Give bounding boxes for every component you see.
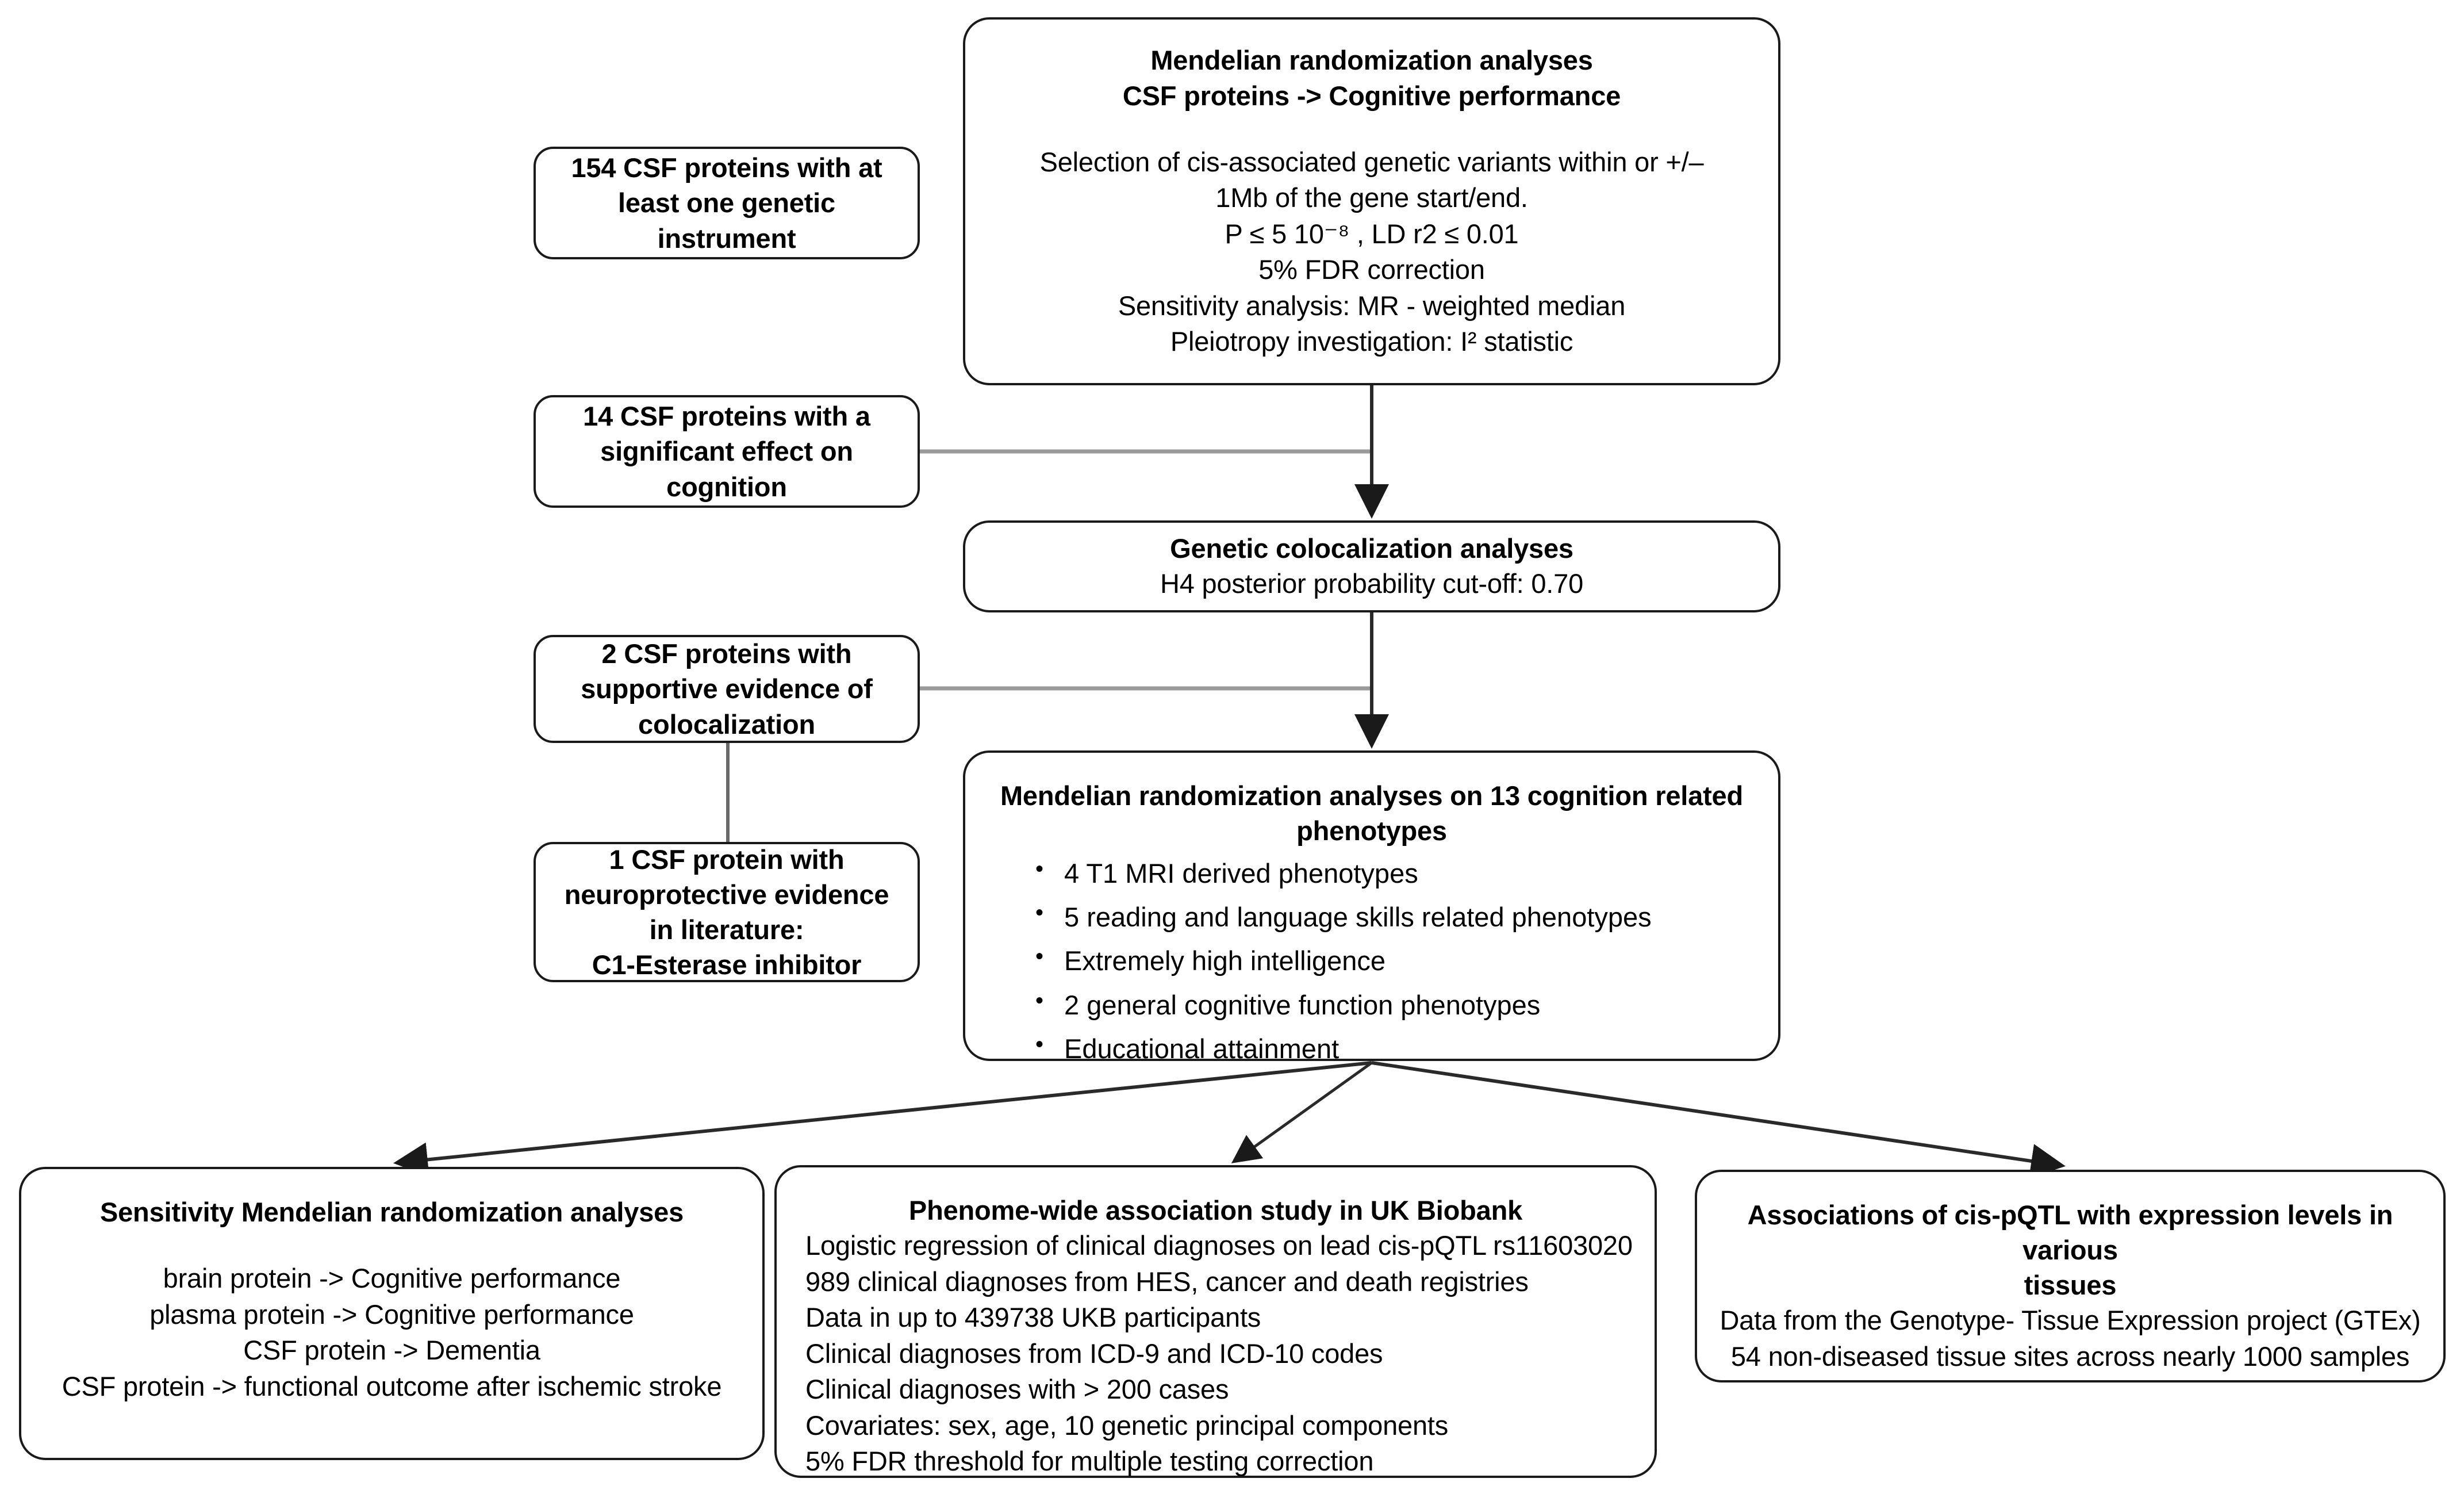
proteins-14-line-1: significant effect on [600,436,853,467]
gtex-body-0: Data from the Genotype- Tissue Expressio… [1720,1305,2421,1336]
mr-13-bullet-0: 4 T1 MRI derived phenotypes [1032,851,1652,895]
node-gtex[interactable]: Associations of cis-pQTL with expression… [1695,1170,2446,1382]
phewas-body-2: Data in up to 439738 UKB participants [805,1302,1261,1333]
proteins-14-line-2: cognition [666,471,787,502]
edge-mr13-to-phewas [1231,1061,1373,1163]
gtex-title-line1: Associations of cis-pQTL with expression… [1747,1200,2393,1266]
node-mr-main[interactable]: Mendelian randomization analyses CSF pro… [963,17,1780,385]
sensitivity-mr-body-3: CSF protein -> functional outcome after … [62,1370,722,1401]
phewas-title: Phenome-wide association study in UK Bio… [908,1195,1523,1225]
mr-13-title-line2: phenotypes [1296,815,1447,847]
mr-main-body-1: 1Mb of the gene start/end. [1215,182,1528,213]
mr-main-title-line2: CSF proteins -> Cognitive performance [1122,80,1621,111]
node-sensitivity-mr[interactable]: Sensitivity Mendelian randomization anal… [19,1167,765,1460]
edge-mr13-to-sensitivity-mr [393,1061,1372,1177]
node-proteins-14[interactable]: 14 CSF proteins with a significant effec… [534,395,920,508]
sensitivity-mr-title: Sensitivity Mendelian randomization anal… [99,1197,684,1227]
mr-main-body-2: P ≤ 5 10⁻⁸ , LD r2 ≤ 0.01 [1225,218,1519,249]
node-proteins-154[interactable]: 154 CSF proteins with at least one genet… [534,147,920,259]
phewas-body-3: Clinical diagnoses from ICD-9 and ICD-10… [805,1338,1383,1369]
sensitivity-mr-body-1: plasma protein -> Cognitive performance [149,1299,634,1330]
mr-13-title-line1: Mendelian randomization analyses on 13 c… [1000,780,1744,811]
node-mr-13-phenotypes[interactable]: Mendelian randomization analyses on 13 c… [963,750,1780,1064]
mr-13-bullet-2: Extremely high intelligence [1032,938,1652,983]
mr-13-bullet-3: 2 general cognitive function phenotypes [1032,982,1652,1027]
mr-main-title-line1: Mendelian randomization analyses [1150,45,1593,76]
node-phewas[interactable]: Phenome-wide association study in UK Bio… [774,1165,1657,1478]
phewas-body-4: Clinical diagnoses with > 200 cases [805,1374,1229,1405]
mr-13-bullet-list: 4 T1 MRI derived phenotypes 5 reading an… [1032,851,1652,1071]
proteins-14-line-0: 14 CSF proteins with a [583,401,870,432]
proteins-2-line-2: colocalization [638,708,815,740]
node-colocalization[interactable]: Genetic colocalization analyses H4 poste… [963,520,1780,612]
mr-13-bullet-4: Educational attainment [1032,1026,1652,1071]
gtex-body-1: 54 non-diseased tissue sites across near… [1730,1341,2410,1372]
phewas-body-5: Covariates: sex, age, 10 genetic princip… [805,1410,1449,1441]
node-proteins-2[interactable]: 2 CSF proteins with supportive evidence … [534,635,920,743]
proteins-154-line-2: instrument [657,223,796,254]
protein-1-line-0: 1 CSF protein with [609,844,845,875]
protein-1-line-1: neuroprotective evidence [564,879,889,910]
mr-main-body-0: Selection of cis-associated genetic vari… [1039,146,1704,177]
mr-main-body-4: Sensitivity analysis: MR - weighted medi… [1118,290,1626,321]
proteins-154-line-1: least one genetic [618,187,835,219]
proteins-2-line-0: 2 CSF proteins with [601,638,852,669]
mr-13-bullet-1: 5 reading and language skills related ph… [1032,894,1652,939]
protein-1-line-2: in literature: [649,914,804,945]
sensitivity-mr-body-2: CSF protein -> Dementia [243,1335,540,1366]
protein-1-line-3: C1-Esterase inhibitor [592,949,862,981]
mr-main-body-5: Pleiotropy investigation: I² statistic [1170,326,1573,357]
proteins-154-line-0: 154 CSF proteins with at [571,152,882,183]
sensitivity-mr-body-0: brain protein -> Cognitive performance [163,1263,621,1294]
phewas-body-0: Logistic regression of clinical diagnose… [805,1230,1633,1261]
gtex-title-line2: tissues [2024,1270,2117,1301]
mr-13-header: Mendelian randomization analyses on 13 c… [965,778,1778,848]
node-protein-1[interactable]: 1 CSF protein with neuroprotective evide… [534,842,920,982]
colocalization-title: Genetic colocalization analyses [1170,533,1573,564]
phewas-body-1: 989 clinical diagnoses from HES, cancer … [805,1266,1529,1297]
colocalization-body-0: H4 posterior probability cut-off: 0.70 [1160,568,1584,599]
mr-main-body-3: 5% FDR correction [1258,254,1485,285]
phewas-body-6: 5% FDR threshold for multiple testing co… [805,1446,1374,1477]
edge-mr13-to-gtex [1371,1061,2066,1178]
proteins-2-line-1: supportive evidence of [581,673,873,704]
